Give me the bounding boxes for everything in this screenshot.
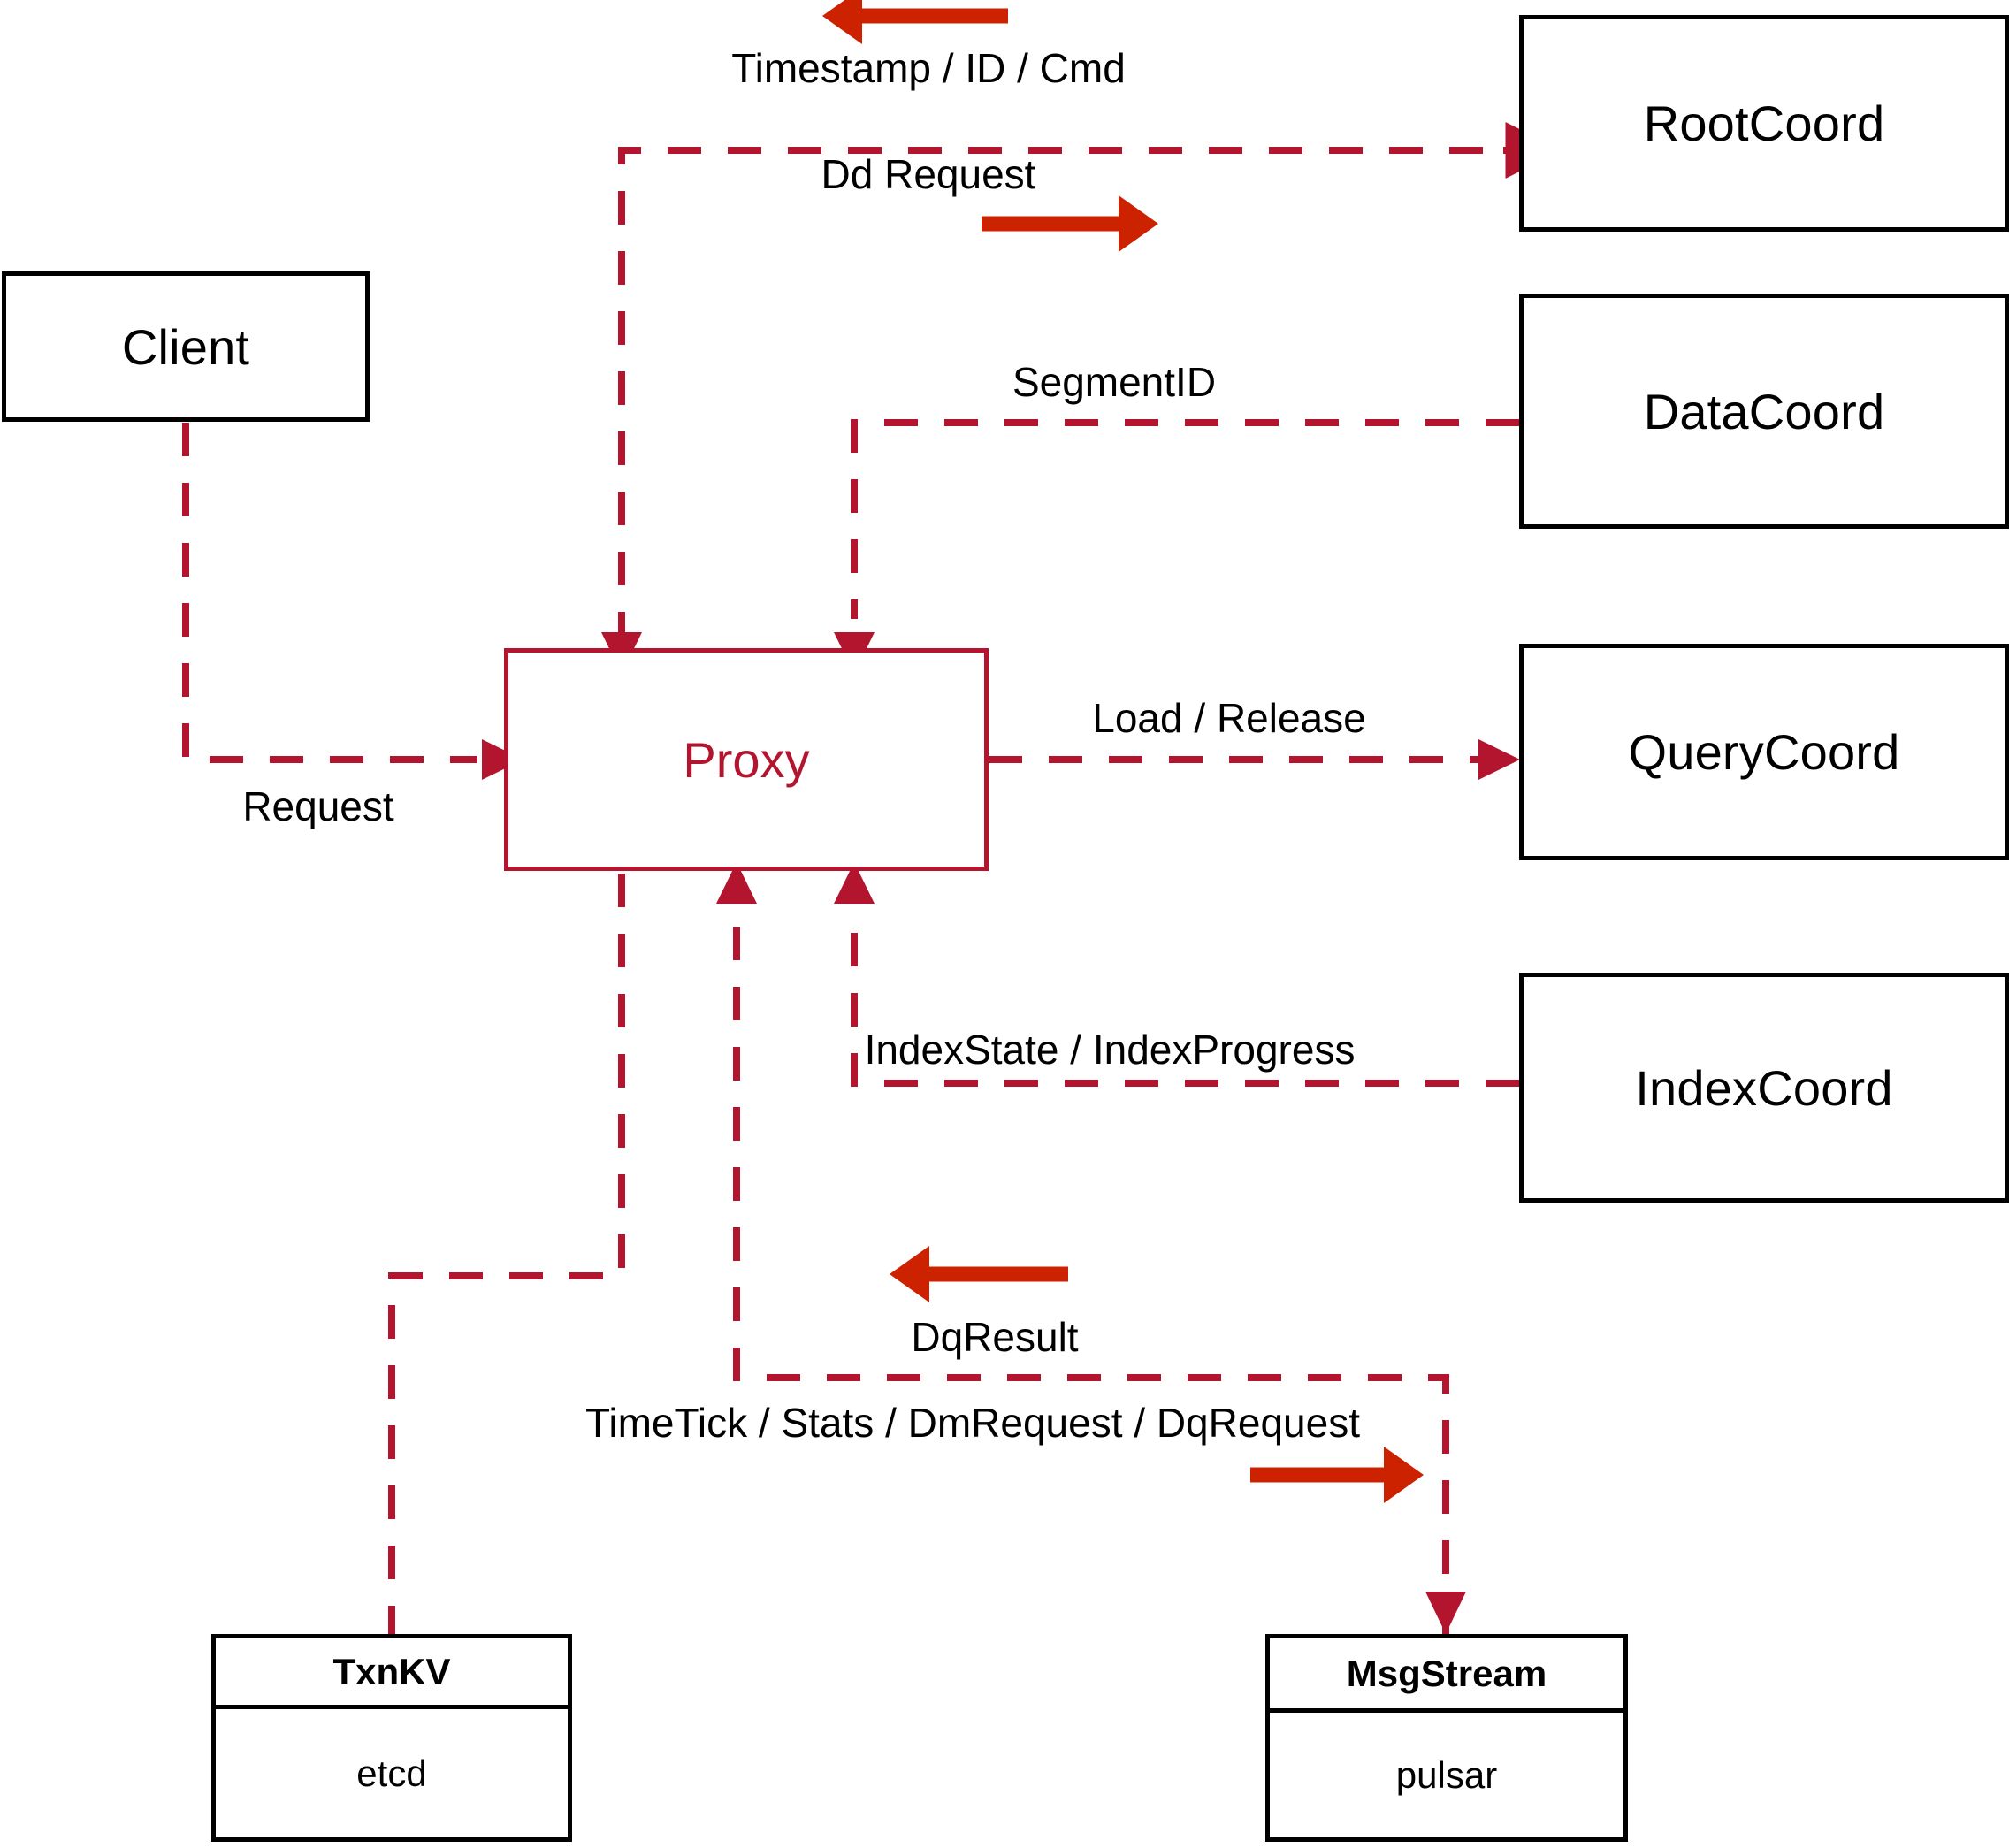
- direction-arrow-ddrequest-right: [982, 195, 1158, 252]
- node-indexcoord[interactable]: IndexCoord: [1519, 973, 2009, 1203]
- edge-proxy-txnkv: [388, 874, 625, 1634]
- edge-label-load-release: Load / Release: [1092, 695, 1366, 741]
- edge-proxy-querycoord: [989, 739, 1520, 780]
- node-txnkv-impl: etcd: [356, 1752, 427, 1794]
- node-msgstream-title: MsgStream: [1270, 1638, 1623, 1713]
- node-client-label: Client: [121, 318, 250, 375]
- node-msgstream[interactable]: MsgStream pulsar: [1265, 1634, 1628, 1842]
- node-querycoord[interactable]: QueryCoord: [1519, 644, 2009, 860]
- node-rootcoord[interactable]: RootCoord: [1519, 15, 2009, 232]
- node-txnkv-title: TxnKV: [216, 1638, 568, 1709]
- edge-label-dq-result: DqResult: [911, 1314, 1079, 1360]
- node-datacoord[interactable]: DataCoord: [1519, 294, 2009, 529]
- direction-arrow-timestamp-left: [822, 0, 1008, 44]
- direction-arrow-timetick-right: [1250, 1447, 1424, 1503]
- edge-label-index-state: IndexState / IndexProgress: [864, 1027, 1356, 1073]
- node-msgstream-impl: pulsar: [1395, 1753, 1498, 1796]
- edge-label-dd-request: Dd Request: [821, 151, 1036, 197]
- node-proxy[interactable]: Proxy: [504, 648, 989, 871]
- node-rootcoord-label: RootCoord: [1643, 95, 1885, 151]
- edge-client-proxy: [182, 423, 523, 780]
- edge-msgstream-proxy: [716, 862, 1466, 1634]
- edge-datacoord-proxy: [834, 419, 1519, 674]
- node-proxy-label: Proxy: [683, 731, 810, 788]
- node-client[interactable]: Client: [2, 271, 370, 422]
- node-txnkv[interactable]: TxnKV etcd: [211, 1634, 572, 1842]
- edge-label-timetick-stats: TimeTick / Stats / DmRequest / DqRequest: [585, 1400, 1360, 1446]
- node-querycoord-label: QueryCoord: [1628, 724, 1900, 780]
- node-indexcoord-label: IndexCoord: [1635, 1059, 1893, 1116]
- edge-label-timestamp-id-cmd: Timestamp / ID / Cmd: [731, 45, 1126, 91]
- node-datacoord-label: DataCoord: [1643, 383, 1885, 439]
- edge-label-request: Request: [242, 783, 394, 829]
- edge-label-segment-id: SegmentID: [1012, 359, 1217, 405]
- edge-indexcoord-proxy: [834, 862, 1519, 1087]
- direction-arrow-dqresult-left: [890, 1246, 1068, 1302]
